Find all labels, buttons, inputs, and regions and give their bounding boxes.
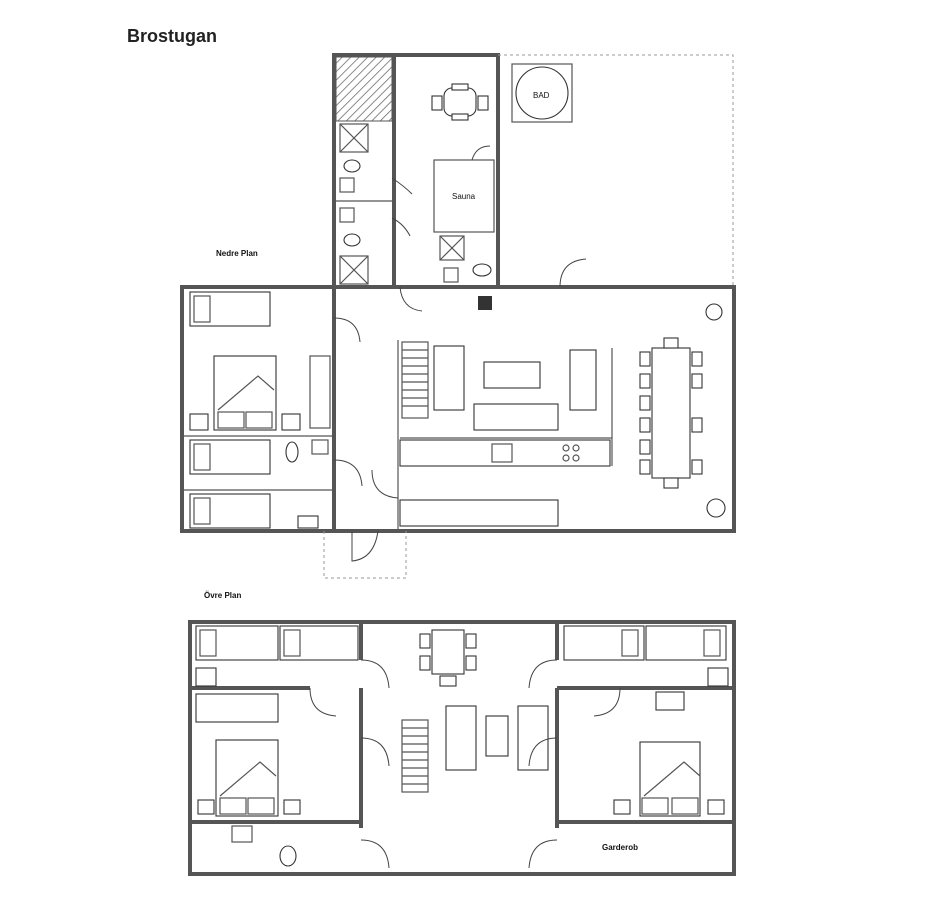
page-title: Brostugan [127, 26, 217, 46]
lower-house [180, 258, 736, 533]
sauna-label: Sauna [452, 192, 476, 201]
lower-plan-label: Nedre Plan [216, 249, 258, 258]
sauna-wing: Sauna [332, 53, 500, 289]
upper-plan-label: Övre Plan [204, 591, 241, 600]
upper-house: Garderob [188, 620, 736, 876]
bath-label: BAD [533, 91, 550, 100]
wardrobe-label: Garderob [602, 843, 638, 852]
